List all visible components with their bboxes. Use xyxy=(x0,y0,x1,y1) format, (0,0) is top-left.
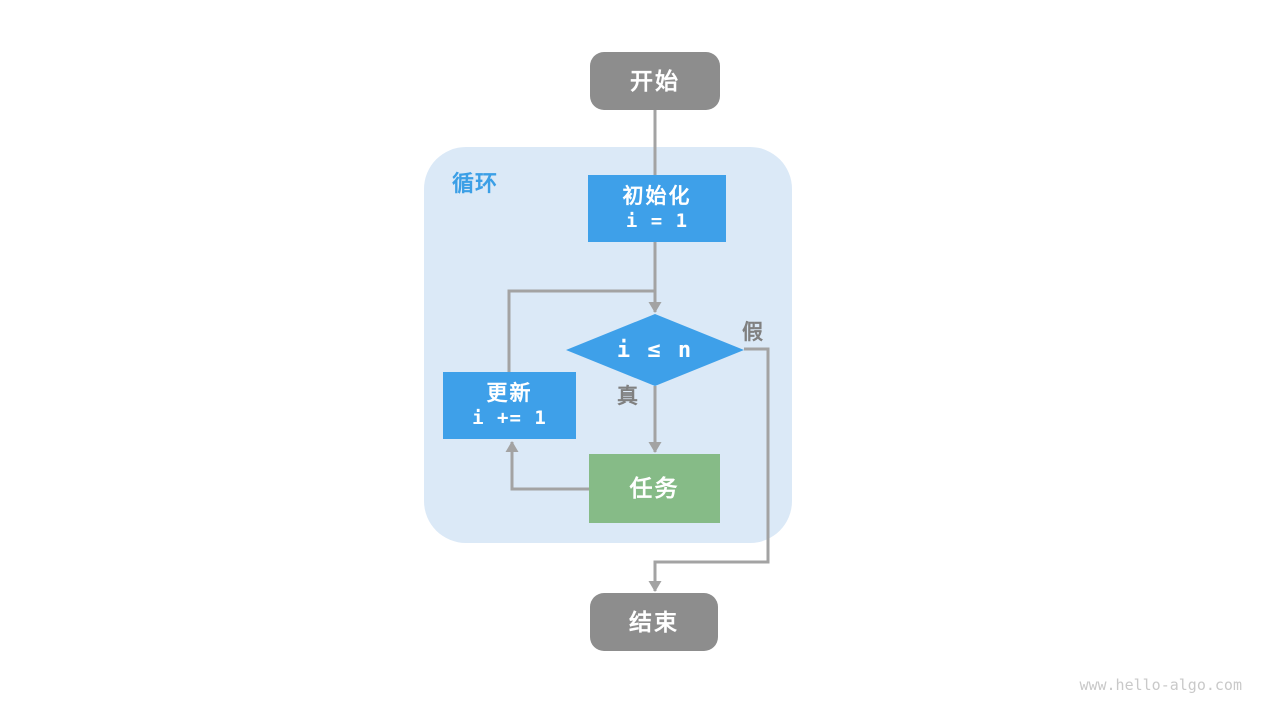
watermark-text: www.hello-algo.com xyxy=(1079,676,1242,694)
loop-container-label: 循环 xyxy=(452,171,499,196)
branch-true-label: 真 xyxy=(617,385,639,408)
update-node-label: 更新 xyxy=(486,381,533,405)
condition-code: i ≤ n xyxy=(616,337,694,363)
task-node-label: 任务 xyxy=(629,475,680,502)
start-node: 开始 xyxy=(590,52,720,110)
task-node: 任务 xyxy=(589,454,720,523)
init-node: 初始化 i = 1 xyxy=(588,175,726,242)
branch-false-label: 假 xyxy=(742,321,764,344)
update-node: 更新 i += 1 xyxy=(443,372,576,439)
end-node-label: 结束 xyxy=(629,608,679,635)
end-node: 结束 xyxy=(590,593,718,651)
edge-task-to-update xyxy=(505,441,589,491)
edge-update-to-merge xyxy=(507,289,656,372)
update-node-code: i += 1 xyxy=(472,406,547,429)
init-node-label: 初始化 xyxy=(622,184,692,208)
start-node-label: 开始 xyxy=(630,67,680,94)
edge-condition-to-end xyxy=(648,347,770,592)
init-node-code: i = 1 xyxy=(625,209,689,232)
